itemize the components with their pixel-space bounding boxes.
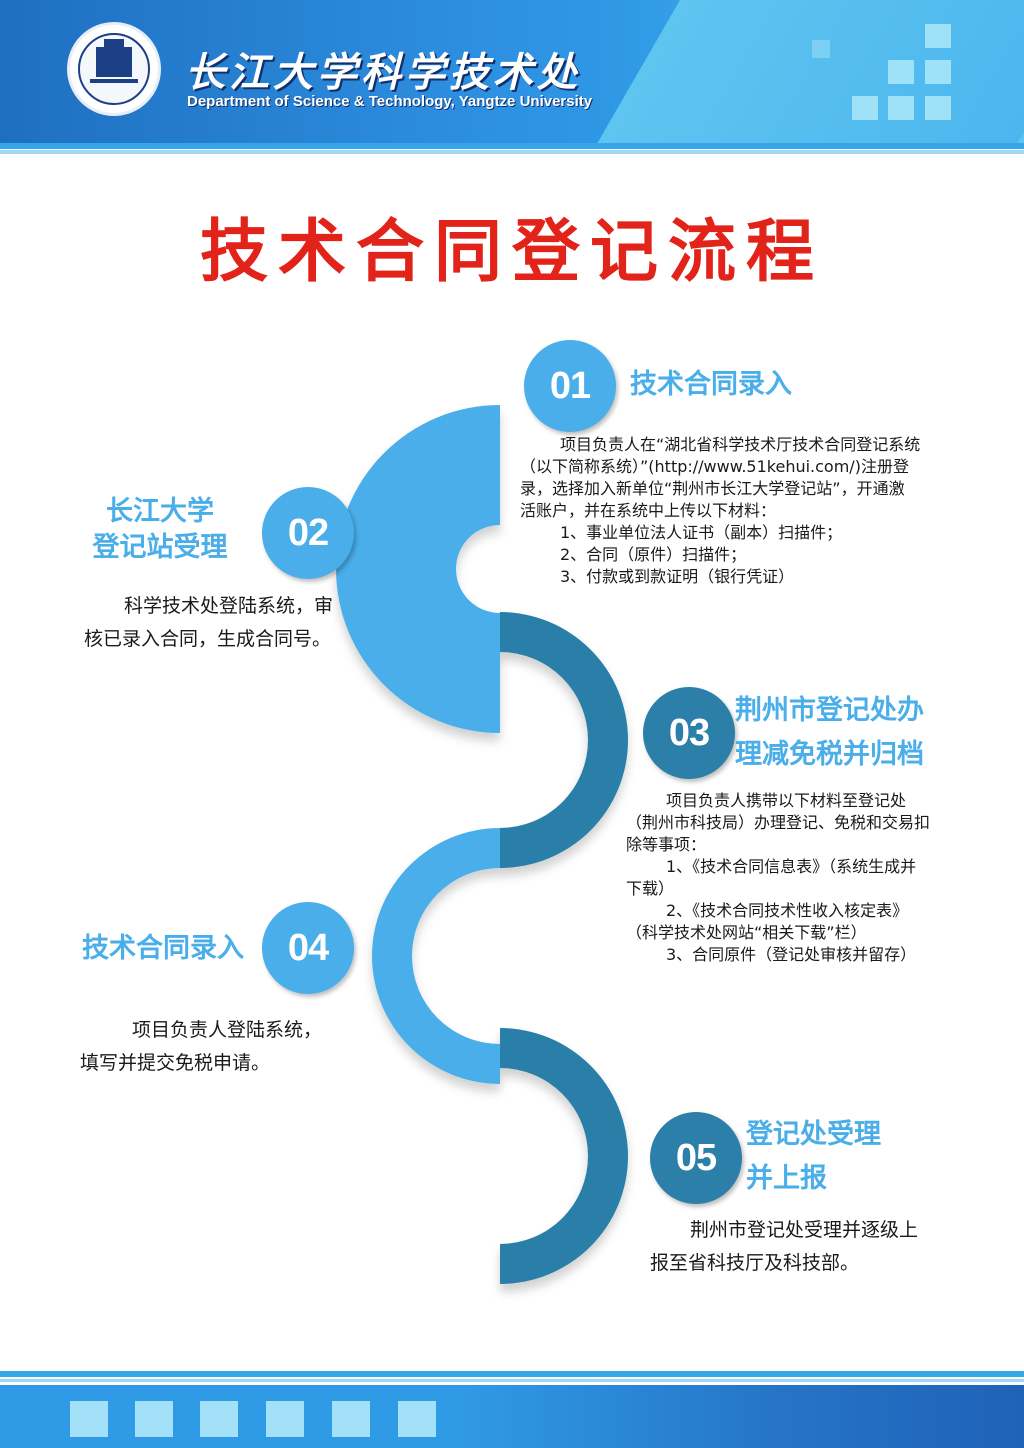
step-01-line: 活账户，并在系统中上传以下材料：: [520, 501, 777, 520]
header-square: [852, 96, 878, 120]
footer-stripe: [0, 1371, 1024, 1377]
footer-square: [135, 1401, 173, 1437]
step-03-line: （荆州市科技局）办理登记、免税和交易扣: [626, 813, 931, 832]
step-03-line: 项目负责人携带以下材料至登记处: [666, 791, 907, 810]
step-01-title: 技术合同录入: [630, 369, 792, 400]
step-03-line: 1、《技术合同信息表》（系统生成并: [666, 857, 917, 876]
org-name: 长江大学科学技术处: [185, 49, 581, 96]
step-05-line: 荆州市登记处受理并逐级上: [690, 1219, 919, 1241]
footer-square: [70, 1401, 108, 1437]
step-03-title-line2: 理减免税并归档: [735, 739, 924, 770]
step-01-line: （以下简称系统）”(http://www.51kehui.com/)注册登: [520, 457, 909, 476]
step-03-line: 下载）: [626, 879, 675, 898]
curve-segment-1: [336, 405, 500, 733]
curve-segment-3: [372, 828, 500, 1084]
step-04-line: 填写并提交免税申请。: [80, 1052, 271, 1074]
logo-building: [96, 47, 132, 77]
footer-square: [200, 1401, 238, 1437]
header-square: [925, 96, 951, 120]
logo-base: [90, 79, 138, 83]
step-02-title: 长江大学 登记站受理: [70, 494, 250, 566]
step-05-title-line1: 登记处受理: [746, 1119, 881, 1150]
step-03-line: 3、合同原件（登记处审核并留存）: [666, 945, 917, 964]
footer-square: [266, 1401, 304, 1437]
step-05-title-line2: 并上报: [746, 1163, 827, 1194]
step-04-line: 项目负责人登陆系统，: [132, 1019, 323, 1041]
step-01-line: 2、合同（原件）扫描件；: [560, 545, 747, 564]
step-01-number: 01: [524, 340, 616, 432]
step-05-number: 05: [650, 1112, 742, 1204]
header-square: [888, 96, 914, 120]
footer-banner: [0, 1385, 1024, 1448]
page-title: 技术合同登记流程: [199, 213, 824, 292]
footer-square: [332, 1401, 370, 1437]
footer-stripe-thin: [0, 1379, 1024, 1382]
step-05-title: 登记处受理 并上报: [746, 1113, 881, 1201]
step-02-description: 科学技术处登陆系统，审 核已录入合同，生成合同号。: [84, 590, 384, 656]
step-05-description: 荆州市登记处受理并逐级上 报至省科技厅及科技部。: [650, 1214, 950, 1280]
curve-segment-4: [500, 1028, 628, 1284]
step-04-description: 项目负责人登陆系统， 填写并提交免税申请。: [80, 1014, 380, 1080]
header-stripe-thin: [0, 150, 1024, 154]
header-square: [925, 24, 951, 48]
step-03-title-line1: 荆州市登记处办: [735, 695, 924, 726]
header-square: [812, 40, 830, 58]
step-01-line: 1、事业单位法人证书（副本）扫描件；: [560, 523, 843, 542]
step-03-line: 除等事项：: [626, 835, 707, 854]
footer-square: [398, 1401, 436, 1437]
step-03-number: 03: [643, 687, 735, 779]
step-05-line: 报至省科技厅及科技部。: [650, 1252, 860, 1274]
step-01-line: 3、付款或到款证明（银行凭证）: [560, 567, 795, 586]
step-02-line: 科学技术处登陆系统，审: [124, 595, 334, 617]
org-name-english: Department of Science & Technology, Yang…: [187, 93, 593, 110]
step-02-number: 02: [262, 487, 354, 579]
header-stripe: [0, 143, 1024, 149]
header-square: [888, 60, 914, 84]
step-03-description: 项目负责人携带以下材料至登记处 （荆州市科技局）办理登记、免税和交易扣 除等事项…: [626, 790, 946, 966]
header-banner: [0, 0, 1024, 143]
step-03-line: 2、《技术合同技术性收入核定表》: [666, 901, 909, 920]
step-04-number: 04: [262, 902, 354, 994]
logo-building-top: [104, 39, 124, 49]
step-01-line: 录，选择加入新单位“荆州市长江大学登记站”，开通激: [520, 479, 905, 498]
university-logo: [67, 22, 161, 116]
step-01-description: 项目负责人在“湖北省科学技术厅技术合同登记系统 （以下简称系统）”(http:/…: [520, 434, 940, 588]
step-04-title: 技术合同录入: [82, 933, 244, 964]
curve-segment-2: [500, 612, 628, 868]
step-02-line: 核已录入合同，生成合同号。: [84, 628, 332, 650]
step-03-line: （科学技术处网站“相关下载”栏）: [626, 923, 867, 942]
step-02-title-line1: 长江大学: [106, 496, 214, 527]
step-02-title-line2: 登记站受理: [92, 532, 228, 563]
step-01-line: 项目负责人在“湖北省科学技术厅技术合同登记系统: [560, 435, 921, 454]
header-square: [925, 60, 951, 84]
step-03-title: 荆州市登记处办 理减免税并归档: [735, 689, 924, 777]
